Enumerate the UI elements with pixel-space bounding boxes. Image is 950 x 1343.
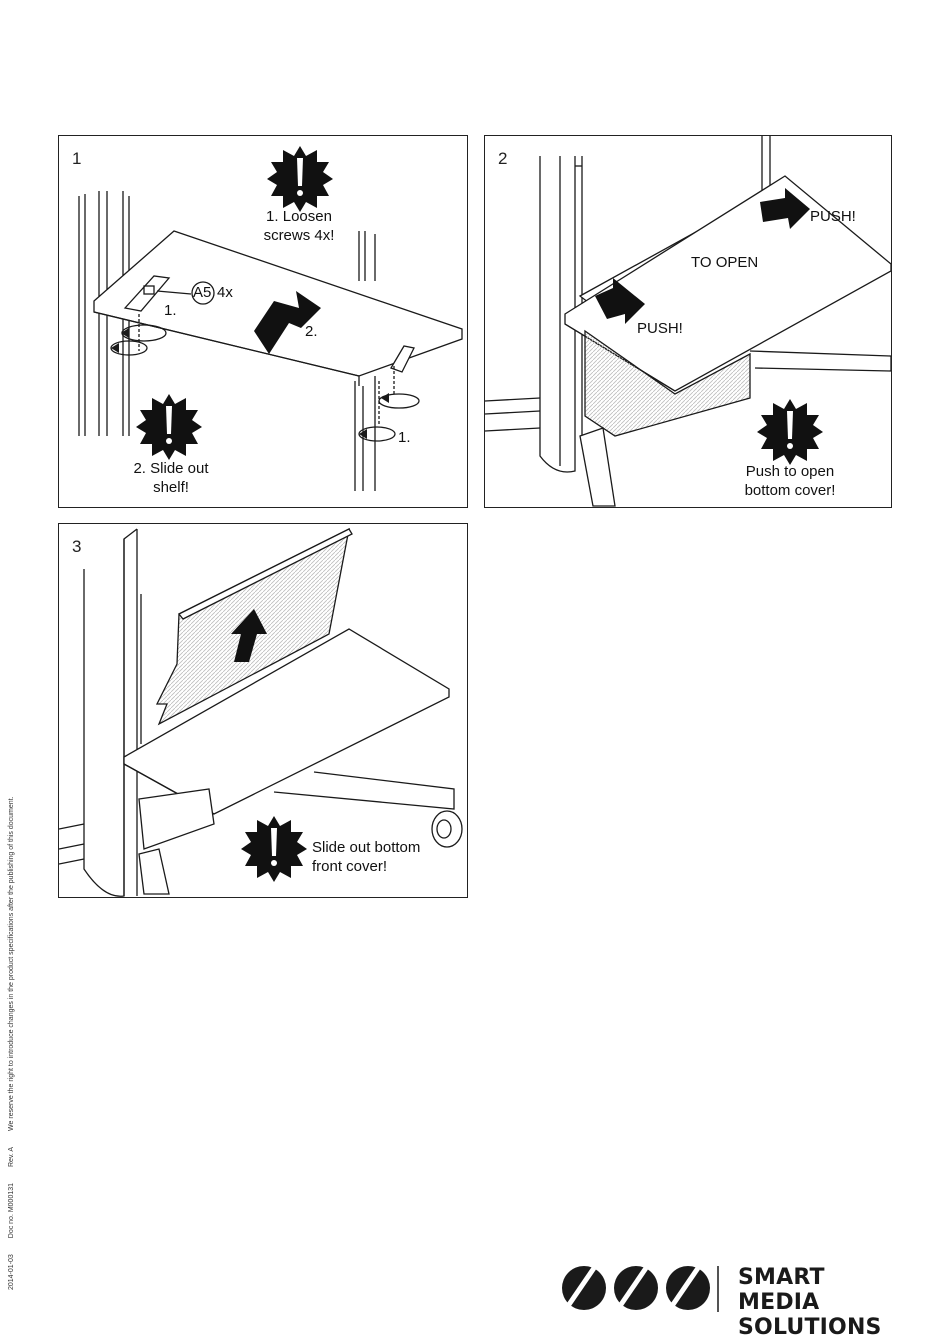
label-line: 1. Loosen [266,208,332,225]
label-line: Slide out bottom [312,839,421,856]
rotate-arrow-icon [111,328,389,439]
slide-cover-label: Slide out bottom front cover! [312,838,420,876]
step-2-illustration [485,136,891,507]
step-2-panel: 2 PUSH! TO OPEN PUSH! Push to open botto… [484,135,892,508]
brand-logo: SMART MEDIA SOLUTIONS [560,1262,910,1340]
label-line: bottom cover! [744,482,836,499]
step-marker: 1. [398,429,411,446]
label-line: shelf! [153,479,189,496]
label-line: Push to open [745,463,835,480]
open-cover-label: Push to open bottom cover! [730,462,850,500]
document-footer: 2014-01-03 Doc no. M000131 Rev. A We res… [8,750,22,1290]
loosen-screws-label: 1. Loosen screws 4x! [249,207,349,245]
direction-arrow-icon [254,291,321,354]
push-label: PUSH! [637,320,683,337]
step-marker: 2. [305,323,318,340]
part-code-label: A5 [193,284,212,301]
brand-line: SMART MEDIA [738,1265,825,1315]
slide-shelf-label: 2. Slide out shelf! [121,459,221,497]
step-1-panel: 1 1. Loosen screws 4x! A5 4x 1. 2. 1. 2.… [58,135,468,508]
document-date: 2014-01-03 [8,1254,15,1290]
label-line: screws 4x! [263,227,335,244]
direction-arrow-icon [595,278,645,324]
to-open-label: TO OPEN [691,254,759,271]
direction-arrow-icon [231,609,267,662]
sms-logo-icon [562,1266,719,1312]
push-label: PUSH! [810,208,856,225]
step-3-illustration [59,527,463,897]
step-marker: 1. [164,302,177,319]
quantity-label: 4x [217,284,233,301]
step-1-illustration [78,146,463,491]
step-number: 1 [72,149,82,168]
step-number: 2 [498,149,508,168]
brand-name: SMART MEDIA SOLUTIONS [738,1265,910,1340]
step-number: 3 [72,537,82,556]
direction-arrow-icon [760,188,810,229]
disclaimer-text: We reserve the right to introduce change… [8,796,15,1131]
label-line: front cover! [312,858,388,875]
label-line: 2. Slide out [133,460,209,477]
document-revision: Rev. A [8,1146,15,1168]
step-3-panel: 3 Slide out bottom front cover! [58,523,468,898]
document-number: Doc no. M000131 [8,1182,15,1239]
brand-line: SOLUTIONS [738,1315,882,1340]
